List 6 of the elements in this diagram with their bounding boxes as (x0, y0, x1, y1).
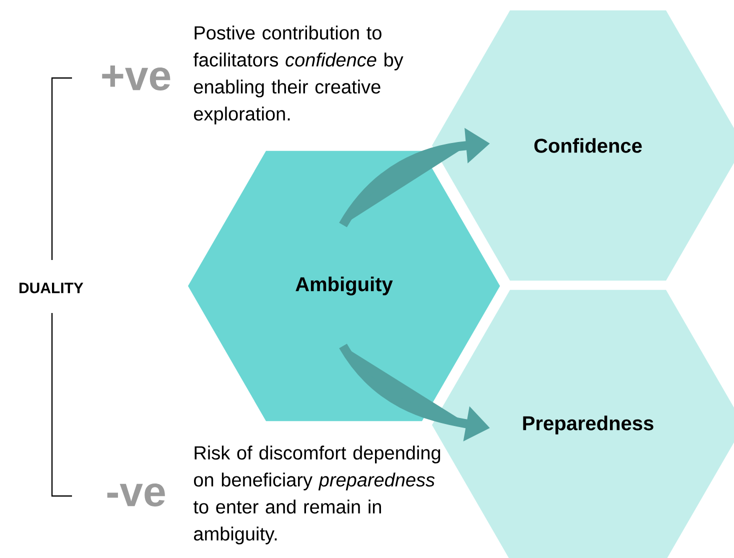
heading-label: DUALITY (20, 282, 84, 294)
hexagon: Ambiguity (188, 150, 500, 422)
description-text: Postive contribution to facilitators confidence by enabling their creative exploration. (193, 26, 404, 124)
hexagon: Confidence (432, 10, 734, 281)
big-sign: -ve (107, 484, 165, 506)
big-sign: +ve (102, 65, 170, 91)
